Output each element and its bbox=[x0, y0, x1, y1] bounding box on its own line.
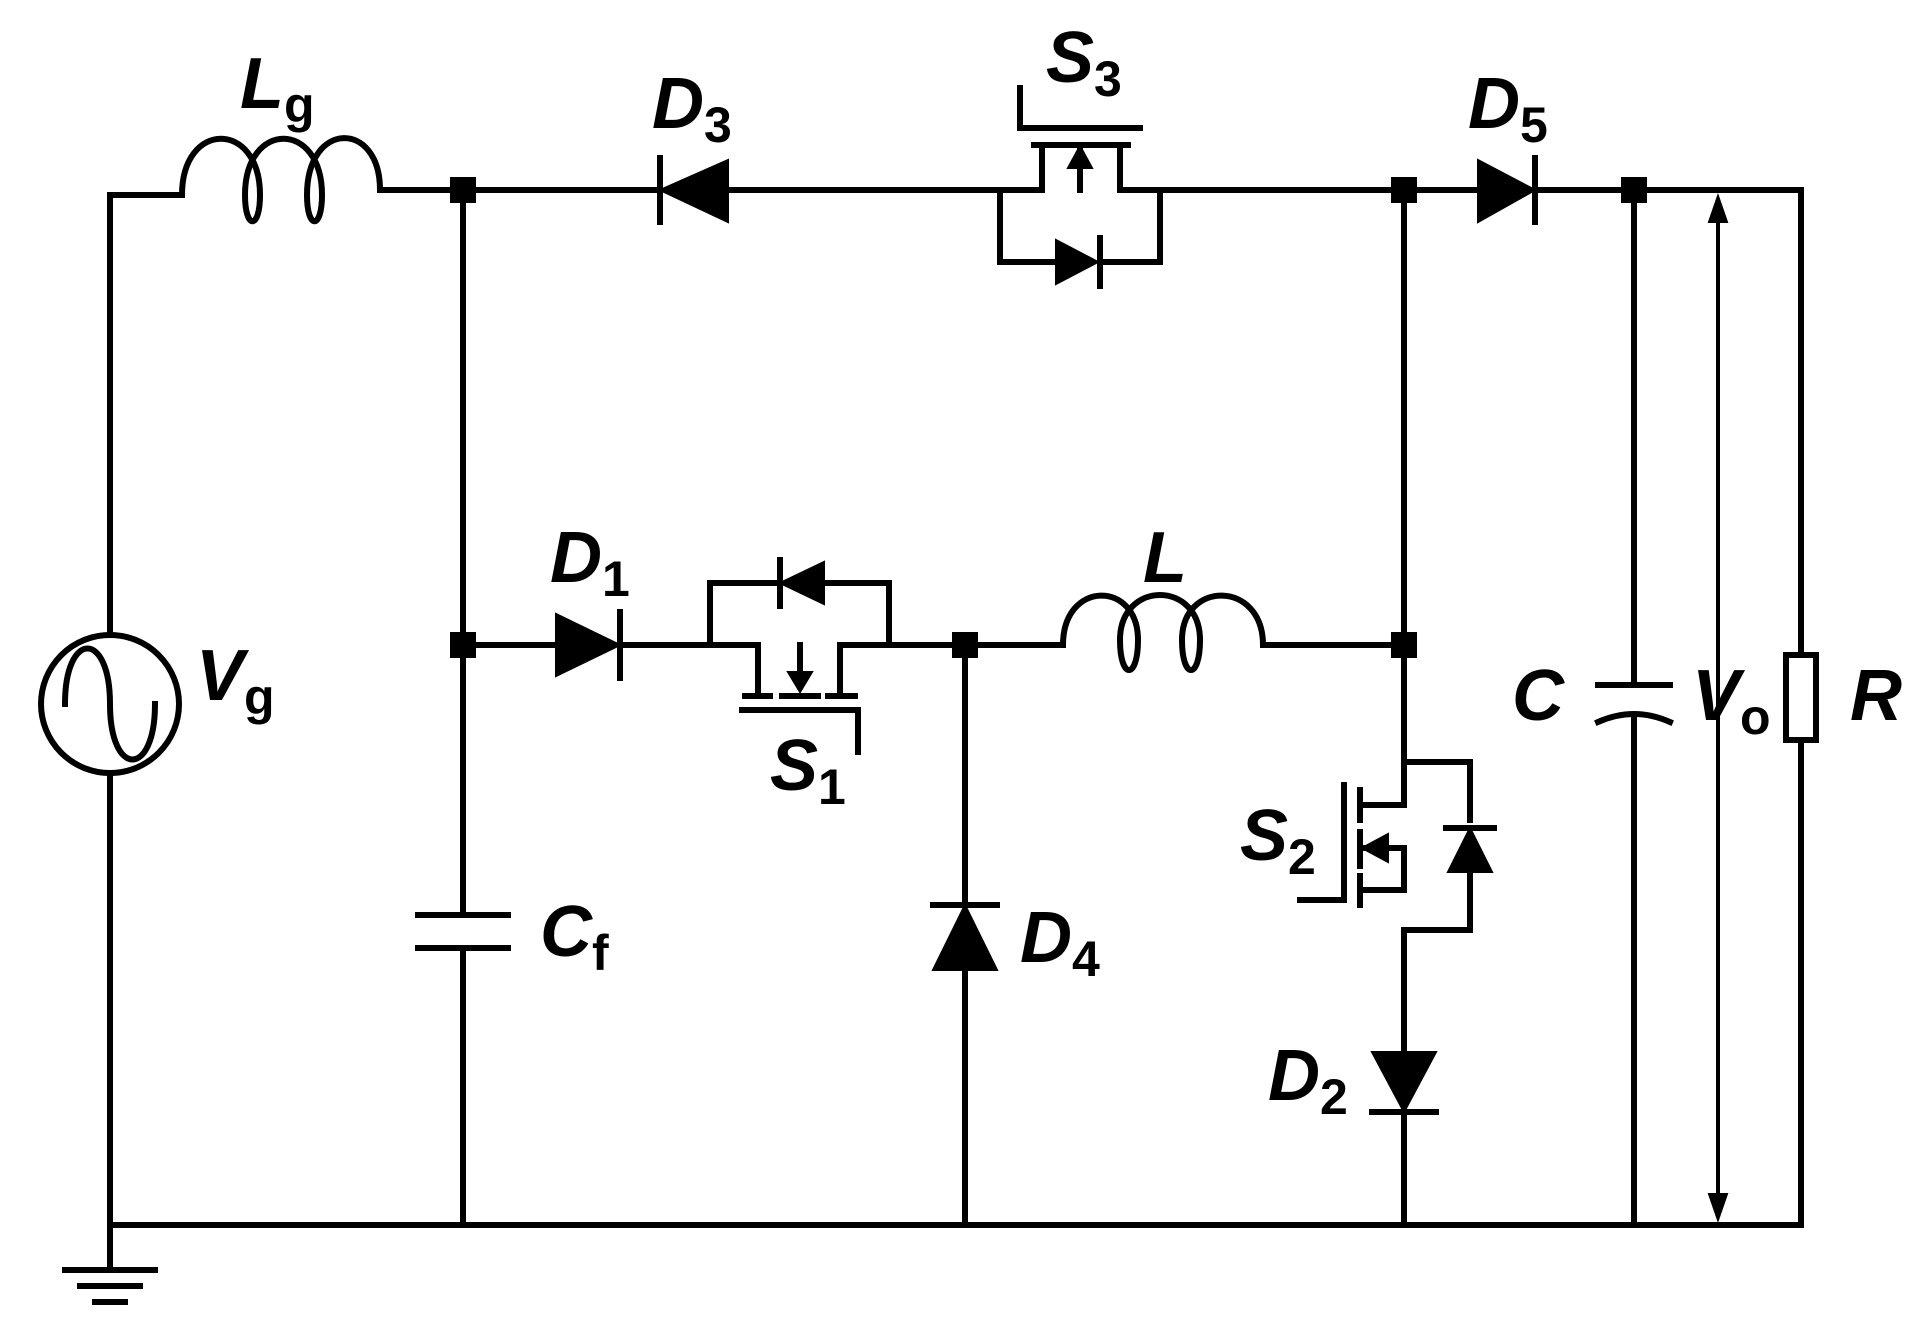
inductor-lg bbox=[178, 135, 384, 225]
diode-triangle bbox=[931, 902, 999, 971]
diode-triangle bbox=[1370, 1051, 1438, 1115]
sine-wave-icon bbox=[61, 645, 159, 763]
diode-d3 bbox=[657, 155, 729, 225]
resistor-r bbox=[1783, 652, 1819, 743]
diode-triangle bbox=[1477, 158, 1538, 224]
diode-path-bottom bbox=[1401, 869, 1473, 938]
body-arrow-icon bbox=[1359, 832, 1389, 864]
label-d1: D1 bbox=[550, 518, 630, 607]
junction-node bbox=[1621, 177, 1647, 203]
body-diode-right bbox=[1097, 187, 1163, 265]
diode-triangle bbox=[657, 158, 729, 224]
junction-node bbox=[450, 632, 476, 658]
label-c: C bbox=[1512, 656, 1565, 736]
wire-source-top bbox=[107, 192, 185, 638]
inductor-coil bbox=[178, 135, 384, 225]
diode-triangle bbox=[777, 560, 825, 606]
source-circle bbox=[38, 632, 182, 776]
label-l: L bbox=[1143, 518, 1187, 598]
source-lead bbox=[837, 642, 892, 699]
gate-lead bbox=[739, 707, 861, 755]
capacitor-c bbox=[1594, 682, 1674, 726]
drain-lead bbox=[1362, 759, 1407, 808]
diode-d4 bbox=[930, 902, 1000, 971]
mosfet-s2 bbox=[1297, 727, 1497, 938]
diode-d1 bbox=[555, 609, 623, 681]
arrow-up-icon bbox=[1707, 192, 1729, 223]
body-diode-right bbox=[821, 580, 892, 648]
mosfet-s3 bbox=[997, 85, 1163, 289]
capacitor-cf bbox=[415, 912, 511, 951]
junction-node bbox=[1391, 177, 1417, 203]
body-arrow-icon bbox=[786, 671, 814, 694]
label-lg: Lg bbox=[240, 44, 315, 133]
body-diode-left bbox=[707, 580, 781, 648]
junction-node bbox=[1391, 632, 1417, 658]
drain-lead bbox=[707, 642, 761, 699]
source-lead bbox=[1362, 849, 1407, 893]
body-diode-left bbox=[997, 187, 1059, 265]
wire-d5-output bbox=[1532, 187, 1804, 658]
diode-triangle bbox=[1446, 825, 1494, 873]
output-voltage-arrow bbox=[1707, 192, 1729, 1224]
label-d2: D2 bbox=[1268, 1036, 1348, 1125]
source-lead bbox=[997, 142, 1045, 193]
ac-source-vg bbox=[38, 632, 182, 776]
gate-lead bbox=[1017, 85, 1143, 131]
junction-node bbox=[450, 177, 476, 203]
label-s2: S2 bbox=[1240, 796, 1316, 885]
label-d5: D5 bbox=[1468, 64, 1548, 153]
diode-path-top bbox=[1401, 727, 1473, 823]
ground-symbol-icon bbox=[62, 1222, 158, 1305]
arrow-down-icon bbox=[1707, 1193, 1729, 1224]
label-vo: Vo bbox=[1692, 656, 1771, 745]
gate-lead bbox=[1297, 782, 1347, 903]
diode-triangle bbox=[555, 612, 623, 678]
inductor-l bbox=[1059, 592, 1267, 673]
label-vg: Vg bbox=[196, 636, 275, 725]
label-d3: D3 bbox=[652, 64, 732, 153]
diode-d2 bbox=[1369, 932, 1439, 1115]
junction-nodes bbox=[450, 177, 1647, 658]
label-d4: D4 bbox=[1020, 898, 1100, 987]
diode-d5 bbox=[1477, 155, 1538, 225]
component-labels: Lg D3 S3 D5 Vg D1 S1 L Cf D4 S2 bbox=[196, 18, 1902, 1125]
resistor-body bbox=[1783, 652, 1819, 743]
capacitor-plate-curved bbox=[1594, 711, 1674, 726]
inductor-coil bbox=[1059, 592, 1267, 673]
label-r: R bbox=[1850, 656, 1902, 736]
diode-triangle bbox=[1055, 238, 1101, 286]
label-s1: S1 bbox=[770, 726, 846, 815]
label-cf: Cf bbox=[540, 892, 609, 981]
mosfet-s1 bbox=[707, 557, 892, 755]
junction-node bbox=[952, 632, 978, 658]
label-s3: S3 bbox=[1046, 18, 1122, 107]
body-arrow-icon bbox=[1066, 143, 1094, 169]
